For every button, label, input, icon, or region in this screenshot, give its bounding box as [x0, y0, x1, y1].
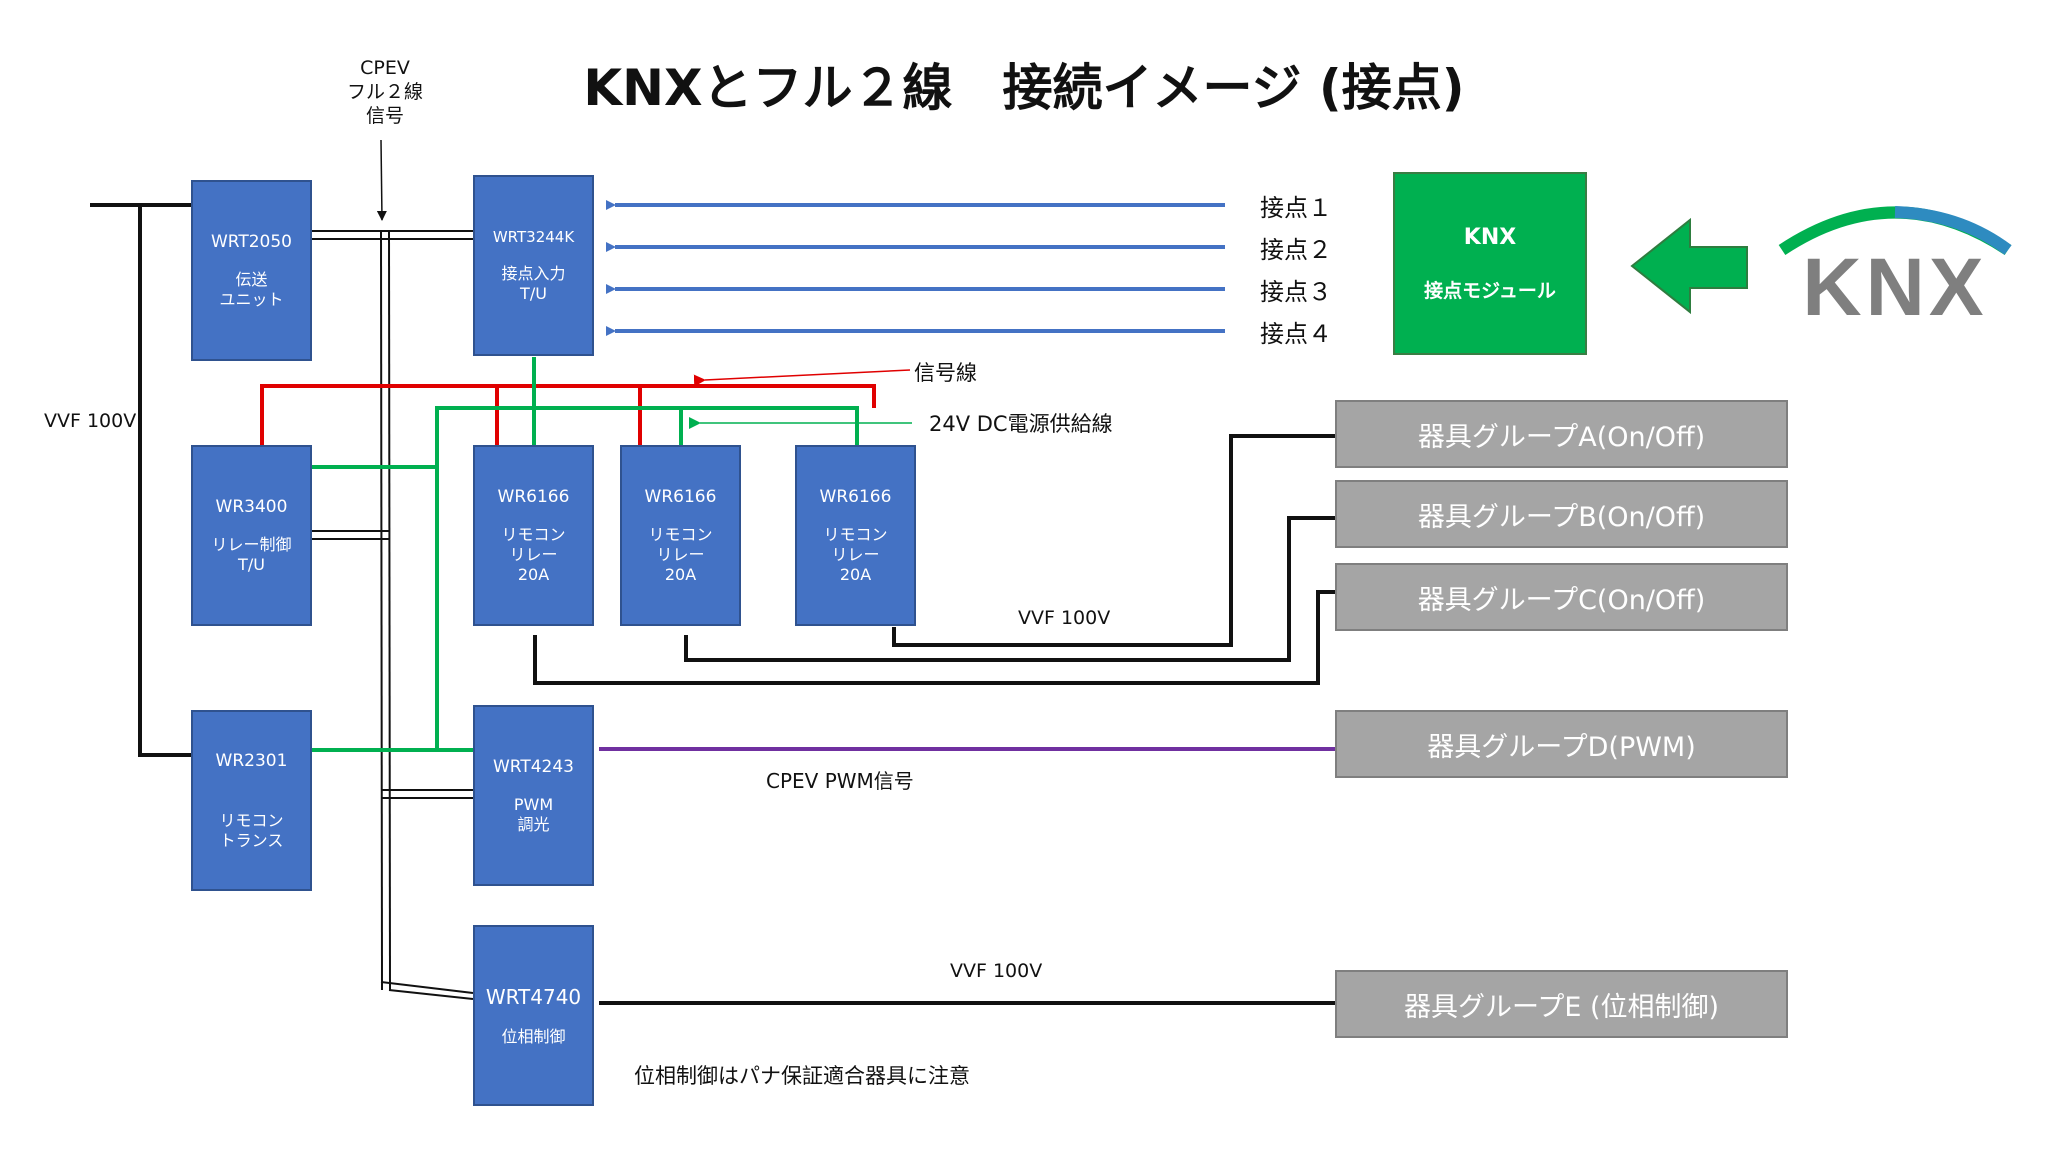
unit-name: WR2301: [215, 750, 288, 771]
unit-name: WR6166: [819, 486, 892, 507]
unit-wrt4243: WRT4243 PWM 調光: [473, 705, 594, 886]
vvf-left-label: VVF 100V: [44, 410, 137, 432]
unit-wr6166-2: WR6166 リモコン リレー 20A: [620, 445, 741, 626]
unit-desc: リモコン リレー 20A: [648, 524, 713, 584]
unit-name: WRT4740: [485, 984, 582, 1009]
phase-control-note: 位相制御はパナ保証適合器具に注意: [634, 1064, 970, 1088]
unit-name: WRT3244K: [492, 227, 575, 246]
unit-name: WR6166: [644, 486, 717, 507]
unit-desc: リレー制御 T/U: [211, 534, 292, 574]
fixture-group-c: 器具グループC(On/Off): [1335, 563, 1788, 631]
unit-desc: 伝送 ユニット: [219, 269, 284, 309]
knx-contact-module: KNX 接点モジュール: [1393, 172, 1587, 355]
cpev-label-line-3: 信号: [365, 105, 404, 127]
unit-wr6166-3: WR6166 リモコン リレー 20A: [795, 445, 916, 626]
unit-name: WR6166: [497, 486, 570, 507]
unit-wr6166-1: WR6166 リモコン リレー 20A: [473, 445, 594, 626]
unit-desc: リモコン トランス: [219, 810, 284, 850]
knx-logo-text: KNX: [1802, 242, 1987, 330]
unit-name: WR3400: [215, 496, 288, 517]
unit-wrt4740: WRT4740 位相制御: [473, 925, 594, 1106]
unit-wr2301: WR2301 リモコン トランス: [191, 710, 312, 891]
unit-name: WRT4243: [492, 756, 575, 777]
cpev-pwm-label: CPEV PWM信号: [766, 769, 914, 793]
unit-wr3400: WR3400 リレー制御 T/U: [191, 445, 312, 626]
knx-module-subtitle: 接点モジュール: [1424, 279, 1556, 302]
full-2-wire-bus: [312, 139, 474, 1000]
cpev-label-line-2: フル２線: [346, 81, 423, 103]
fixture-group-e: 器具グループE (位相制御): [1335, 970, 1788, 1038]
fixture-group-a: 器具グループA(On/Off): [1335, 400, 1788, 468]
dc-line-label: 24V DC電源供給線: [929, 412, 1113, 436]
contact-label-1: 接点１: [1260, 194, 1332, 222]
fixture-group-d: 器具グループD(PWM): [1335, 710, 1788, 778]
unit-name: WRT2050: [210, 231, 293, 252]
signal-wire: [260, 369, 911, 447]
unit-desc: 位相制御: [501, 1026, 566, 1046]
vvf-feed-wire: [90, 203, 191, 757]
unit-desc: 接点入力 T/U: [501, 263, 566, 303]
contact-input-wires: [606, 200, 1225, 336]
unit-desc: PWM 調光: [513, 794, 554, 834]
contact-label-4: 接点４: [1260, 320, 1332, 348]
knx-module-title: KNX: [1463, 224, 1517, 250]
contact-label-3: 接点３: [1260, 278, 1332, 306]
signal-line-label: 信号線: [914, 361, 977, 385]
cpev-label: CPEV フル２線 信号: [330, 56, 440, 128]
vvf-bottom-label: VVF 100V: [950, 960, 1043, 982]
dc-supply-wire: [312, 357, 912, 752]
unit-wrt3244k: WRT3244K 接点入力 T/U: [473, 175, 594, 356]
vvf-mid-label: VVF 100V: [1018, 607, 1111, 629]
knx-arrow-icon: [1630, 217, 1748, 315]
contact-label-2: 接点２: [1260, 236, 1332, 264]
unit-desc: リモコン リレー 20A: [501, 524, 566, 584]
knx-logo-arc-blue-icon: [1894, 206, 2012, 255]
knx-logo: KNX: [1778, 206, 2012, 330]
unit-wrt2050: WRT2050 伝送 ユニット: [191, 180, 312, 361]
relay-output-wires: [533, 434, 1345, 685]
page-title: KNXとフル２線 接続イメージ (接点): [583, 59, 1465, 117]
fixture-group-b: 器具グループB(On/Off): [1335, 480, 1788, 548]
cpev-label-line-1: CPEV: [360, 57, 410, 79]
unit-desc: リモコン リレー 20A: [823, 524, 888, 584]
